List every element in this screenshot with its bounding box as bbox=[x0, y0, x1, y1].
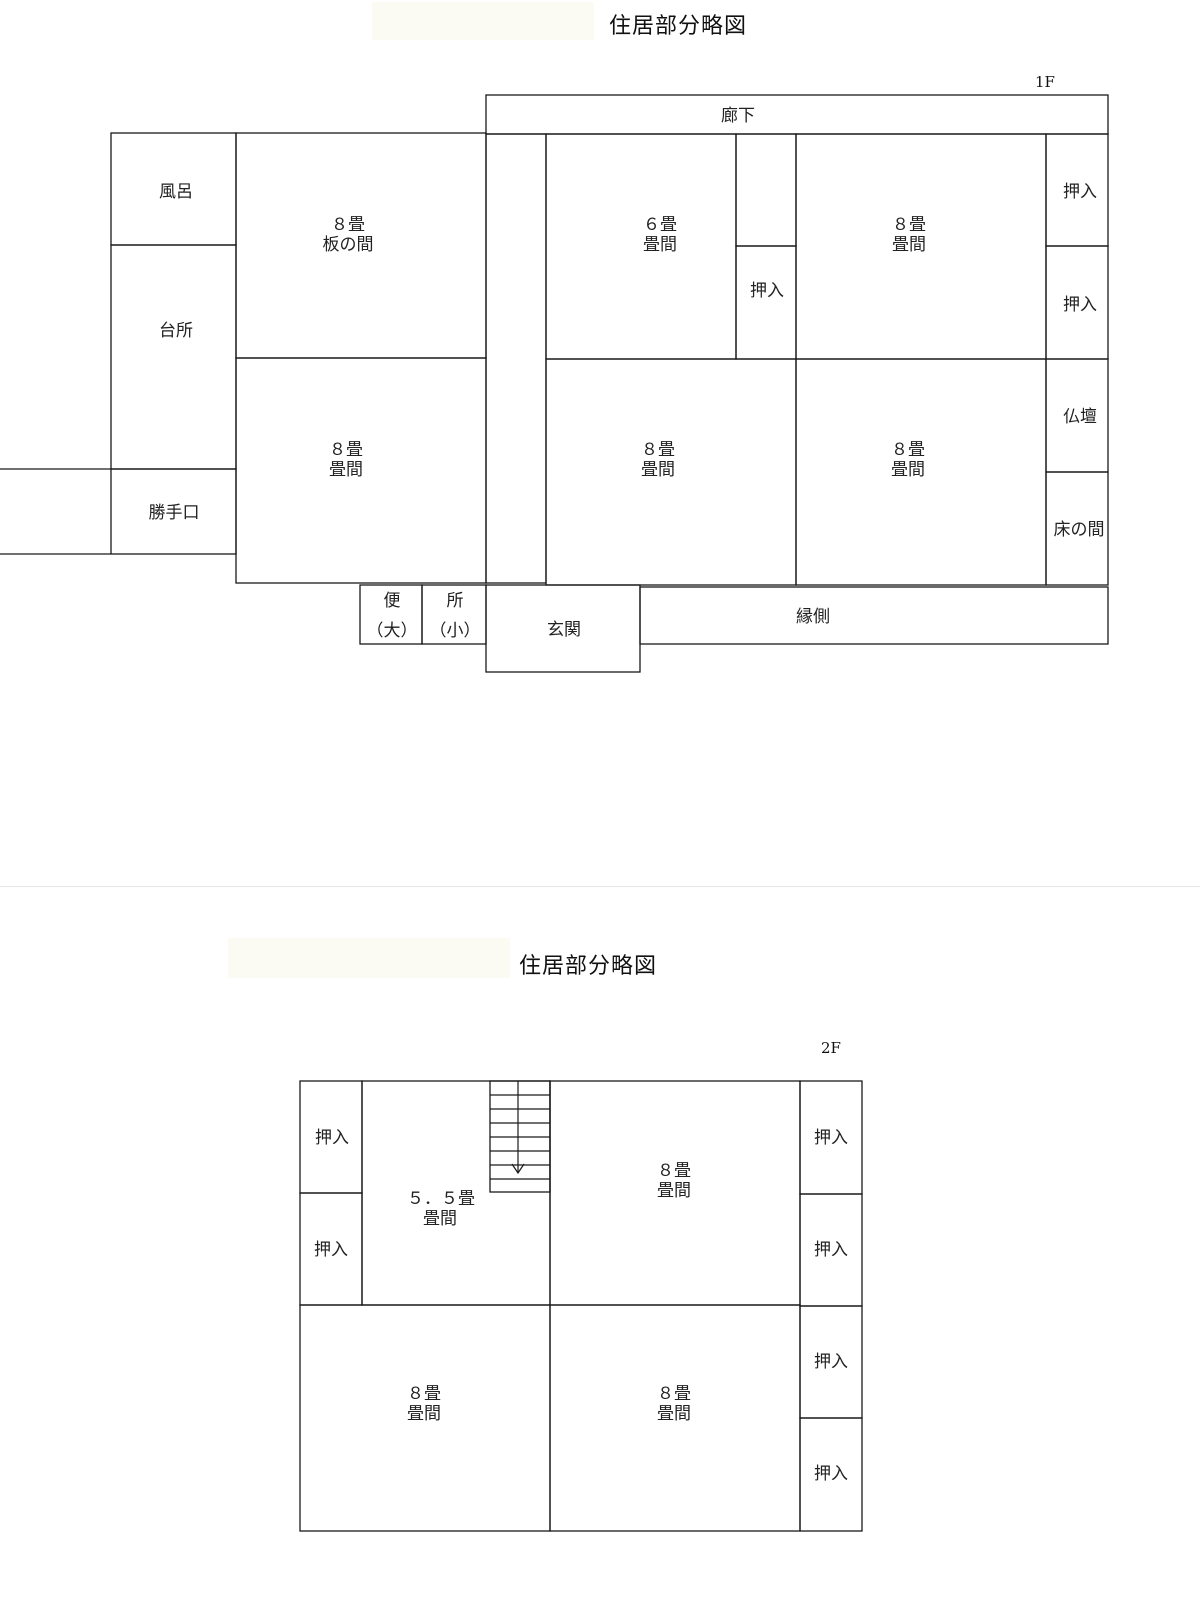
tatami-west-size-label: ８畳 bbox=[329, 440, 363, 460]
tatami-6-size-label: ６畳 bbox=[643, 215, 677, 235]
page-divider bbox=[0, 886, 1200, 887]
service-entrance-label: 勝手口 bbox=[149, 503, 200, 523]
corridor-label: 廊下 bbox=[721, 106, 755, 126]
closet-right-2-label: 押入 bbox=[1063, 295, 1097, 315]
stair-arrow-icon bbox=[511, 1163, 525, 1175]
tatami-southeast-size-label: ８畳 bbox=[657, 1384, 691, 1404]
altar-label: 仏壇 bbox=[1063, 407, 1097, 427]
tatami-center-size-label: ８畳 bbox=[641, 440, 675, 460]
tatami-5-5-type-label: 畳間 bbox=[423, 1209, 457, 1229]
veranda-room bbox=[639, 586, 1109, 645]
tatami-southeast-type-label: 畳間 bbox=[891, 460, 925, 480]
closet-right-1-label: 押入 bbox=[1063, 182, 1097, 202]
floor2-plan: 押入 押入 ５．５畳 畳間 ８畳 畳間 押入 押入 押入 押入 ８畳 畳間 ８畳… bbox=[299, 1080, 863, 1532]
floor2-label: 2F bbox=[821, 1039, 841, 1057]
bath-label: 風呂 bbox=[159, 182, 193, 202]
tatami-east-size-label: ８畳 bbox=[892, 215, 926, 235]
tatami-southeast-type-label: 畳間 bbox=[657, 1404, 691, 1424]
small-space bbox=[735, 133, 797, 247]
closet-right-3-label: 押入 bbox=[814, 1352, 848, 1372]
toilet-large-label-top: 便 bbox=[384, 591, 401, 611]
closet-middle bbox=[735, 245, 797, 360]
tatami-southeast-size-label: ８畳 bbox=[891, 440, 925, 460]
closet-left-2-label: 押入 bbox=[314, 1240, 348, 1260]
kitchen-room bbox=[110, 244, 237, 470]
floor1-title: 住居部分略図 bbox=[609, 14, 748, 39]
alcove-space bbox=[1045, 471, 1109, 586]
floor2-title: 住居部分略図 bbox=[519, 954, 658, 979]
wooden-floor-size-label: ８畳 bbox=[331, 215, 365, 235]
toilet-large-label-bottom: （大） bbox=[367, 621, 418, 641]
tatami-east-type-label: 畳間 bbox=[892, 235, 926, 255]
closet-right-2-label: 押入 bbox=[814, 1240, 848, 1260]
tatami-5-5-size-label: ５．５畳 bbox=[407, 1189, 475, 1209]
corridor-room bbox=[485, 94, 1109, 135]
closet-middle-label: 押入 bbox=[750, 281, 784, 301]
alcove-label: 床の間 bbox=[1054, 520, 1105, 540]
tatami-southwest-size-label: ８畳 bbox=[407, 1384, 441, 1404]
staircase bbox=[489, 1080, 551, 1193]
redacted-name-mask bbox=[228, 938, 510, 978]
tatami-southwest-type-label: 畳間 bbox=[407, 1404, 441, 1424]
veranda-label: 縁側 bbox=[796, 607, 830, 627]
kitchen-label: 台所 bbox=[159, 321, 193, 341]
tatami-northeast-type-label: 畳間 bbox=[657, 1181, 691, 1201]
inner-corridor bbox=[485, 133, 547, 584]
closet-right-4-label: 押入 bbox=[814, 1464, 848, 1484]
tatami-center-type-label: 畳間 bbox=[641, 460, 675, 480]
closet-left-1-label: 押入 bbox=[315, 1128, 349, 1148]
wooden-floor-type-label: 板の間 bbox=[323, 235, 374, 255]
floor1-plan: 風呂 台所 勝手口 ８畳 板の間 ８畳 畳間 廊下 ６畳 畳間 押入 ８畳 畳間… bbox=[0, 94, 1109, 673]
toilet-small-label-top: 所 bbox=[447, 591, 464, 611]
redacted-name-mask bbox=[372, 2, 594, 40]
tatami-room-southeast bbox=[549, 1304, 801, 1532]
tatami-northeast-size-label: ８畳 bbox=[657, 1161, 691, 1181]
tatami-6-type-label: 畳間 bbox=[643, 235, 677, 255]
tatami-room-6 bbox=[545, 133, 737, 360]
tatami-west-type-label: 畳間 bbox=[329, 460, 363, 480]
floor1-label: 1F bbox=[1035, 73, 1055, 91]
toilet-small-label-bottom: （小） bbox=[430, 621, 481, 641]
closet-right-1-label: 押入 bbox=[814, 1128, 848, 1148]
entrance-label: 玄関 bbox=[547, 620, 581, 640]
